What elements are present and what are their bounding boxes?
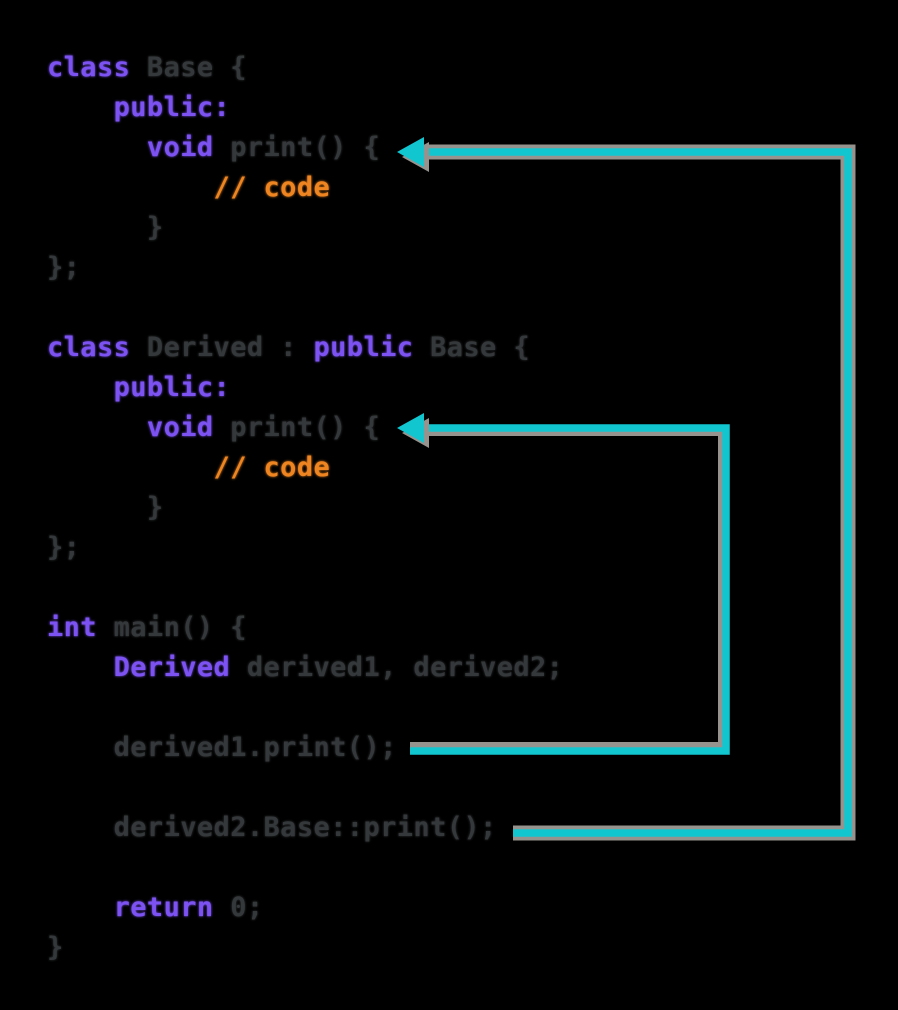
code-line-15: int main() { [47,608,563,648]
code-line-16: Derived derived1, derived2; [47,648,563,688]
code-token: print() { [213,412,381,443]
code-line-11: // code [47,448,563,488]
code-line-5: } [47,208,563,248]
code-line-14 [47,568,563,608]
code-line-20: derived2.Base::print(); [47,808,563,848]
code-token: } [47,932,64,963]
code-line-4: // code [47,168,563,208]
code-token: } [47,212,164,243]
code-token: // code [47,452,331,483]
code-token: int [47,612,97,643]
code-token: class [47,332,131,363]
code-line-17 [47,688,563,728]
code-line-2: public: [47,88,563,128]
code-token: Base { [413,332,531,363]
code-token: derived2.Base::print(); [47,812,497,843]
code-line-21 [47,848,563,888]
code-token: main() { [96,612,247,643]
code-token: 0; [213,892,264,923]
code-token: Base { [130,52,247,83]
code-token: Derived [47,652,231,683]
code-line-22: return 0; [47,888,563,928]
code-line-7 [47,288,563,328]
code-token: }; [47,252,81,283]
code-token: Derived : [130,332,314,363]
code-line-19 [47,768,563,808]
code-token: // code [47,172,331,203]
code-token: public: [47,372,231,403]
code-token: void [47,132,214,163]
code-line-12: } [47,488,563,528]
code-line-8: class Derived : public Base { [47,328,563,368]
code-token: } [47,492,164,523]
code-block: class Base { public: void print() { // c… [0,48,563,968]
code-line-13: }; [47,528,563,568]
code-line-1: class Base { [47,48,563,88]
code-token: public: [47,92,231,123]
code-token: class [47,52,131,83]
code-line-18: derived1.print(); [47,728,563,768]
code-token: derived1, derived2; [230,652,564,683]
code-line-9: public: [47,368,563,408]
code-line-3: void print() { [47,128,563,168]
code-token: print() { [213,132,381,163]
code-token: }; [47,532,81,563]
code-token: return [47,892,214,923]
code-line-6: }; [47,248,563,288]
code-line-10: void print() { [47,408,563,448]
code-token: derived1.print(); [47,732,397,763]
code-token: void [47,412,214,443]
code-line-23: } [47,928,563,968]
code-token: public [313,332,414,363]
